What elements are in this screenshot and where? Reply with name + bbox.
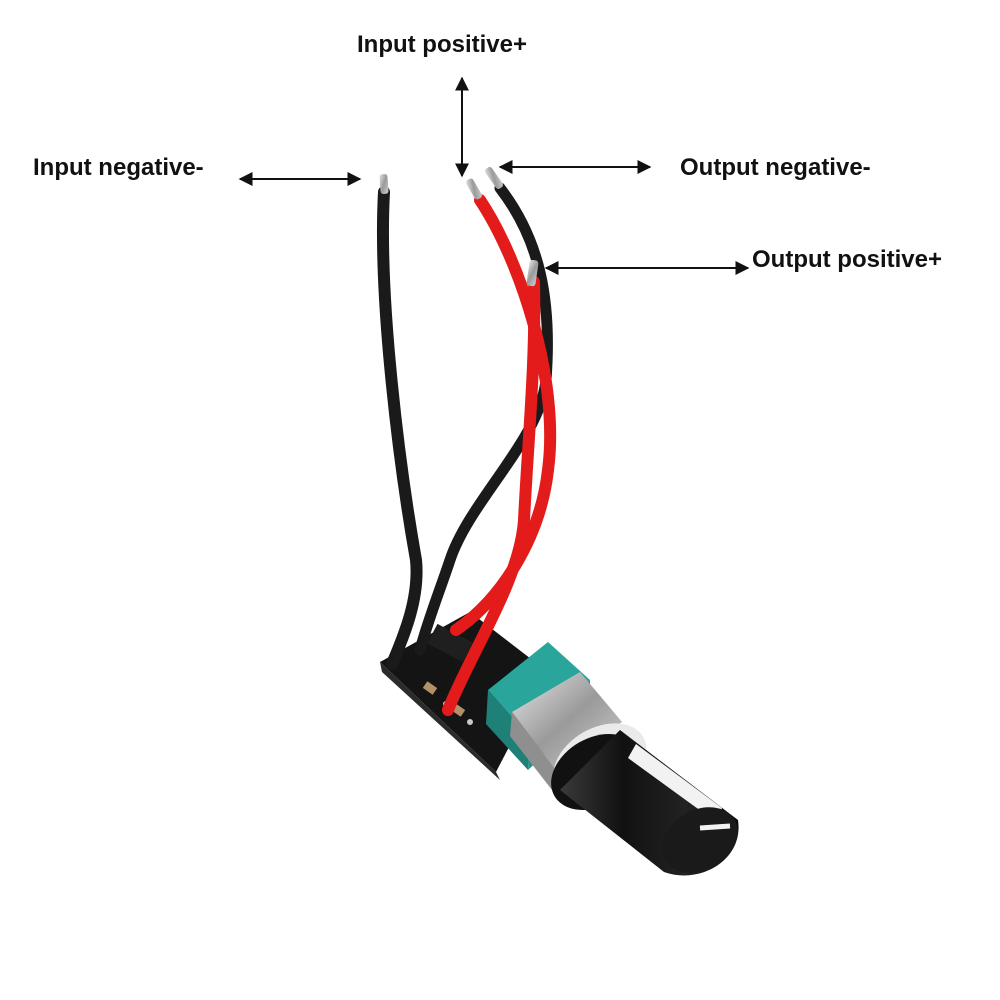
label-output-negative: Output negative- xyxy=(680,154,871,181)
wire-input-negative xyxy=(377,186,423,670)
label-output-positive: Output positive+ xyxy=(752,246,943,273)
wire-input-positive xyxy=(450,194,557,636)
wire-tip-input-negative xyxy=(379,173,389,195)
wire-tip-input-positive xyxy=(466,178,482,200)
rotary-knob xyxy=(551,723,739,876)
wire-tip-output-negative xyxy=(485,167,503,189)
label-input-negative: Input negative- xyxy=(33,154,204,181)
wire-tip-output-positive xyxy=(526,259,539,287)
label-input-positive: Input positive+ xyxy=(357,31,528,58)
wire-output-positive xyxy=(442,276,541,716)
potentiometer xyxy=(486,642,622,790)
